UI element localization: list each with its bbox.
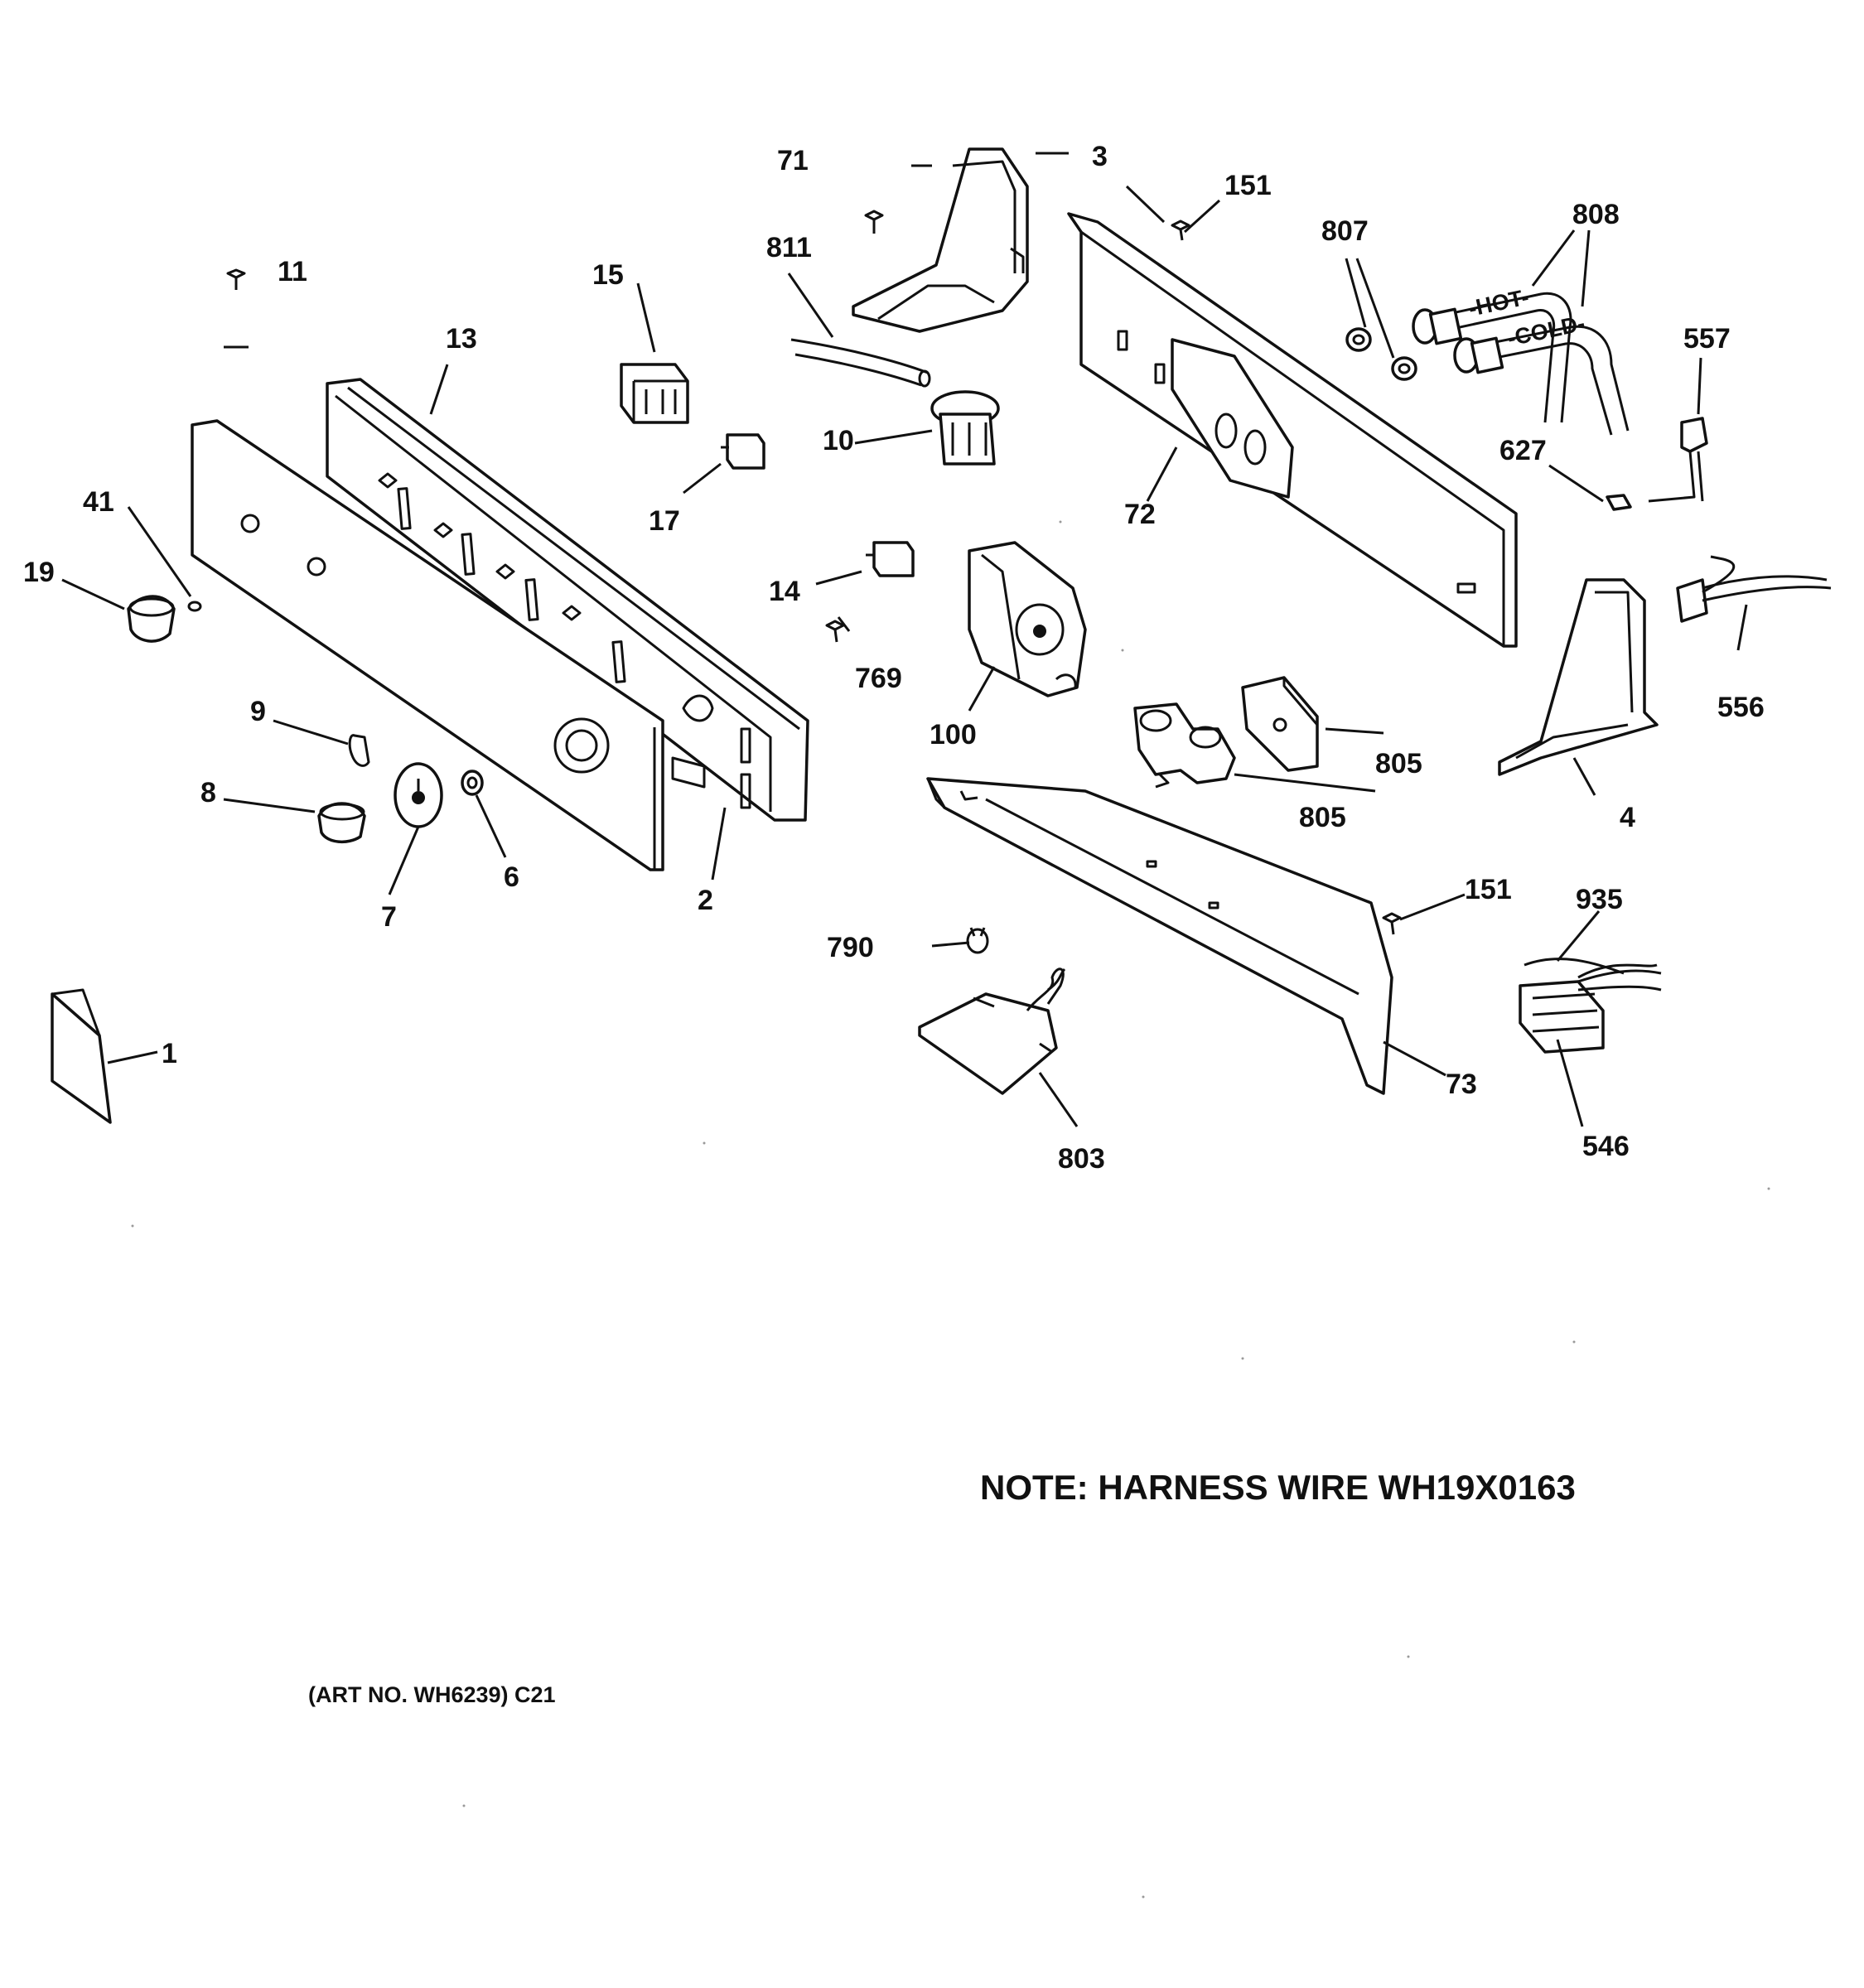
knob-8 — [317, 802, 366, 843]
leader-lines — [61, 152, 1748, 1127]
label-72: 72 — [1124, 499, 1156, 530]
literature-1 — [51, 988, 112, 1124]
label-10: 10 — [823, 425, 854, 456]
hose-811 — [790, 338, 931, 388]
label-805-bracket: 805 — [1375, 748, 1422, 779]
label-13: 13 — [446, 323, 477, 355]
label-557: 557 — [1683, 323, 1731, 355]
screw-769 — [825, 620, 845, 643]
timer-100 — [968, 541, 1087, 697]
screw-11 — [226, 268, 246, 290]
label-7: 7 — [381, 901, 397, 933]
label-803: 803 — [1058, 1143, 1105, 1175]
label-935: 935 — [1576, 884, 1623, 915]
label-811: 811 — [766, 232, 812, 263]
switch-15 — [620, 363, 689, 424]
label-73: 73 — [1446, 1069, 1477, 1100]
label-151-bottom: 151 — [1465, 874, 1512, 905]
power-cord-557 — [1648, 417, 1708, 503]
label-808: 808 — [1572, 199, 1620, 230]
label-41: 41 — [83, 486, 114, 518]
dial-7 — [394, 762, 443, 828]
nut-6 — [461, 770, 484, 796]
label-1: 1 — [162, 1038, 177, 1069]
clip-627 — [1606, 494, 1632, 511]
art-number: (ART NO. WH6239) C21 — [308, 1682, 556, 1707]
fill-funnel-803 — [918, 967, 1066, 1095]
control-panel — [191, 419, 664, 871]
clip-9 — [348, 734, 370, 767]
base-rail-73 — [926, 777, 1393, 1095]
label-8: 8 — [200, 777, 216, 808]
valve-bracket-805 — [1241, 676, 1319, 772]
back-panel-72 — [1067, 212, 1518, 648]
knob-19 — [127, 595, 176, 643]
label-14: 14 — [769, 576, 800, 607]
label-2: 2 — [698, 885, 713, 916]
label-100: 100 — [930, 719, 977, 750]
washer-807-b — [1391, 356, 1417, 381]
washer-807-a — [1345, 327, 1372, 352]
label-11: 11 — [278, 256, 307, 287]
label-17: 17 — [649, 505, 680, 537]
switch-14 — [866, 541, 915, 577]
screw-151-top — [1171, 220, 1190, 241]
label-546: 546 — [1582, 1131, 1630, 1162]
switch-17 — [721, 433, 765, 470]
label-627: 627 — [1499, 435, 1547, 466]
backsplash-panel — [326, 378, 809, 822]
label-151-top: 151 — [1224, 170, 1272, 201]
label-15: 15 — [592, 259, 624, 291]
wire-connector-556 — [1676, 555, 1832, 623]
pressure-switch-10 — [930, 390, 1000, 466]
screw-151-bottom — [1382, 912, 1402, 935]
end-cap-bracket-4 — [1498, 578, 1659, 776]
cold-hose-808: -COLD- — [1453, 311, 1630, 436]
wire-harness-546 — [1519, 958, 1662, 1054]
water-valve-805 — [1133, 702, 1236, 789]
label-769: 769 — [855, 663, 902, 694]
label-6: 6 — [504, 861, 519, 893]
label-19: 19 — [23, 557, 55, 588]
label-805-valve: 805 — [1299, 802, 1346, 833]
label-9: 9 — [250, 696, 266, 727]
screw-71 — [864, 210, 884, 234]
label-4: 4 — [1620, 802, 1635, 833]
hose-clamp-790 — [966, 927, 989, 954]
label-807: 807 — [1321, 215, 1369, 247]
label-71: 71 — [777, 145, 809, 176]
harness-note: NOTE: HARNESS WIRE WH19X0163 — [980, 1468, 1576, 1507]
hot-hose-text: -HOT- — [1466, 284, 1531, 321]
spring-41 — [187, 601, 202, 612]
label-790: 790 — [827, 932, 874, 963]
label-556: 556 — [1717, 692, 1765, 723]
bracket-2 — [671, 756, 706, 789]
scan-specks — [131, 520, 1770, 1899]
label-3: 3 — [1092, 141, 1108, 172]
part-labels: 11 13 71 3 151 807 808 557 627 811 15 10… — [23, 141, 1765, 1175]
end-cap-bracket-3 — [852, 147, 1029, 333]
